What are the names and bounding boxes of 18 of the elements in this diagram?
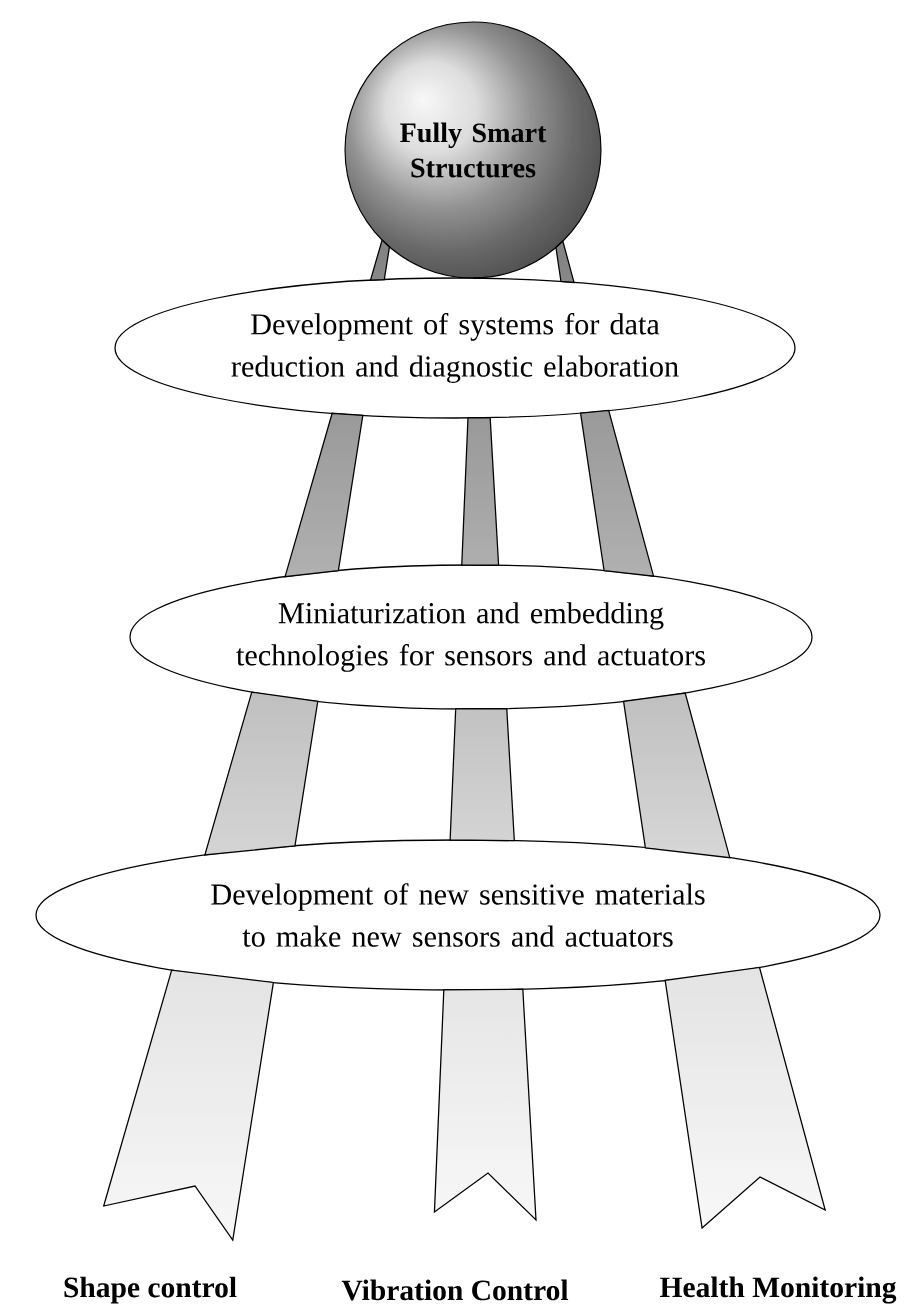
ribbon	[579, 409, 655, 577]
ribbon	[555, 240, 575, 284]
ribbon	[449, 707, 515, 842]
ribbon-label: Vibration Control	[341, 1279, 569, 1301]
sphere-node: Fully Smart Structures	[344, 21, 602, 279]
oval-box: Development of systems for data reduction and diagnostic elaboration	[114, 277, 796, 419]
ribbon	[284, 412, 364, 578]
oval-box: Development of new sensitive materials to make new sensors and actuators	[35, 839, 881, 991]
oval-box: Miniaturization and embedding technologies for sensors and actuators	[129, 564, 813, 710]
ribbon-label: Health Monitoring	[660, 1276, 897, 1304]
ribbon	[664, 966, 827, 1230]
ribbon	[433, 988, 537, 1222]
ribbon	[622, 692, 731, 859]
ribbon-label: Shape control	[64, 1276, 237, 1304]
ribbon	[102, 969, 275, 1242]
ribbon	[203, 691, 319, 856]
ribbon	[473, 277, 483, 279]
ribbon	[461, 417, 500, 566]
